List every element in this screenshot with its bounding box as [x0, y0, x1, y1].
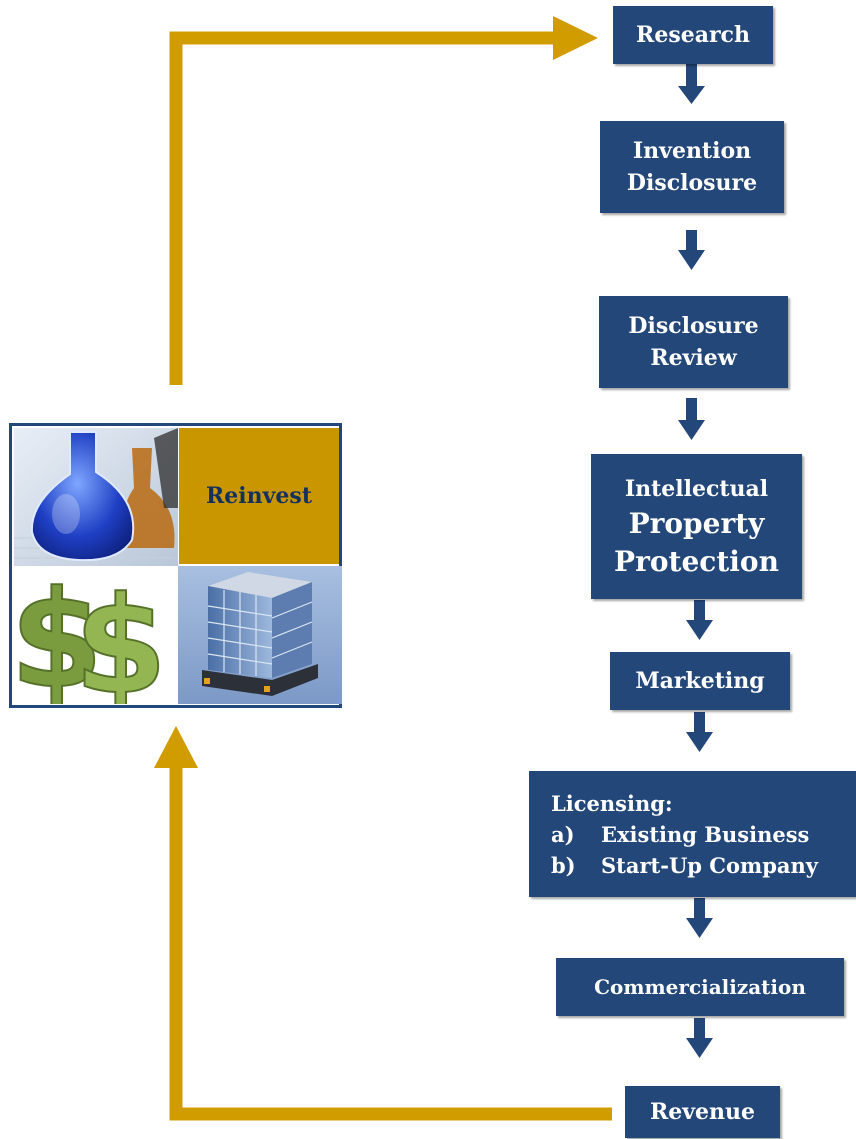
reinvest-label: Reinvest: [206, 483, 312, 509]
licensing-title: Licensing:: [551, 790, 673, 816]
down-arrows: [678, 64, 713, 1058]
licensing-option: a) Existing Business: [551, 819, 809, 850]
licensing-option: b) Start-Up Company: [551, 850, 818, 881]
licensing-option-text: Start-Up Company: [601, 852, 818, 878]
licensing-option-marker: a): [551, 821, 575, 847]
step-label-line: Review: [650, 345, 737, 371]
down-arrow: [686, 1018, 713, 1058]
office-building-image: [178, 566, 342, 704]
reinvest-to-research-arrow: [169, 16, 598, 385]
licensing-option-marker: b): [551, 852, 576, 878]
down-arrow: [686, 712, 713, 752]
svg-text:$: $: [74, 568, 167, 704]
down-arrow: [678, 398, 705, 440]
step-marketing-label: Marketing: [635, 668, 765, 694]
step-commercialization-label: Commercialization: [594, 975, 806, 999]
step-marketing: Marketing: [610, 652, 790, 710]
step-label-line: Invention: [632, 138, 752, 164]
step-label-line: Disclosure: [628, 313, 759, 339]
reinvest-label-cell: Reinvest: [179, 428, 339, 564]
reinvest-panel: Reinvest $ $: [9, 423, 342, 708]
step-revenue-label: Revenue: [649, 1099, 756, 1125]
step-licensing: Licensing: a) Existing Business b) Start…: [529, 771, 856, 897]
down-arrow: [686, 600, 713, 640]
revenue-to-reinvest-arrow: [154, 726, 612, 1121]
step-commercialization: Commercialization: [556, 958, 844, 1016]
step-label-line: Intellectual: [624, 475, 769, 502]
step-label-line: Protection: [614, 544, 779, 578]
svg-text:$: $: [14, 566, 103, 704]
down-arrow: [678, 64, 705, 104]
step-label-line: Property: [628, 506, 765, 540]
lab-flask-image: [14, 428, 178, 566]
step-disclosure-review: Disclosure Review: [599, 296, 788, 388]
step-revenue: Revenue: [625, 1086, 780, 1138]
licensing-option-text: Existing Business: [601, 821, 810, 847]
down-arrow: [678, 230, 705, 270]
step-ip-protection: Intellectual Property Protection: [591, 454, 802, 599]
step-research: Research: [613, 6, 773, 64]
step-invention-disclosure: Invention Disclosure: [600, 121, 784, 213]
step-label-line: Disclosure: [626, 170, 758, 196]
down-arrow: [686, 898, 713, 938]
step-research-label: Research: [636, 22, 750, 48]
dollar-signs-image: $ $: [14, 566, 178, 704]
